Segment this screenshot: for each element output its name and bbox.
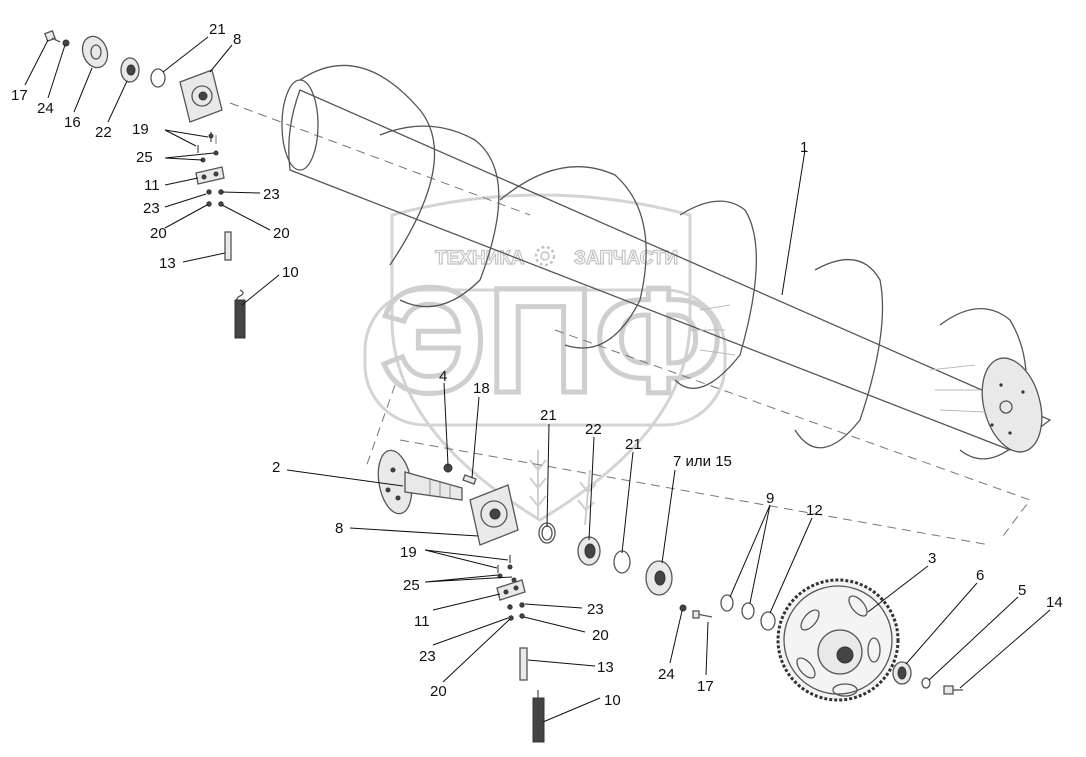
callout-25: 25: [403, 577, 420, 594]
watermark-shield: [390, 193, 692, 522]
callout-23: 23: [419, 648, 436, 665]
callout-5: 5: [1018, 582, 1026, 599]
callout-22: 22: [95, 124, 112, 141]
callout-20: 20: [150, 225, 167, 242]
callout-20: 20: [273, 225, 290, 242]
callout-24: 24: [658, 666, 675, 683]
assembly-axes: [215, 102, 1031, 546]
callout-24: 24: [37, 100, 54, 117]
callout-13: 13: [159, 255, 176, 272]
top-bearing-group: [44, 30, 246, 339]
callout-20: 20: [592, 627, 609, 644]
callout-8: 8: [335, 520, 343, 537]
callout-19: 19: [132, 121, 149, 138]
callout-labels: 17 24 16 22 21 8 19 25 11 23 23 20 20 13…: [11, 21, 1063, 709]
callout-22: 22: [585, 421, 602, 438]
callout-23: 23: [263, 186, 280, 203]
sprocket-group: [776, 578, 963, 702]
wheat-icon: [529, 450, 597, 526]
callout-7-or-15: 7 или 15: [673, 453, 732, 470]
watermark-band: [363, 288, 727, 427]
callout-6: 6: [976, 567, 984, 584]
watermark-text-2: ЗАПЧАСТИ: [574, 248, 678, 269]
gear-icon: [534, 245, 556, 267]
callout-23: 23: [143, 200, 160, 217]
callout-16: 16: [64, 114, 81, 131]
callout-11: 11: [414, 613, 430, 630]
callout-21: 21: [209, 21, 226, 38]
callout-17: 17: [697, 678, 714, 695]
callout-17: 17: [11, 87, 28, 104]
callout-3: 3: [928, 550, 936, 567]
callout-10: 10: [282, 264, 299, 281]
callout-1: 1: [800, 139, 808, 156]
auger: [281, 64, 1052, 460]
callout-10: 10: [604, 692, 621, 709]
callout-12: 12: [806, 502, 823, 519]
callout-2: 2: [272, 459, 280, 476]
callout-21: 21: [625, 436, 642, 453]
watermark: ЭПФ ТЕХНИКА ЗАПЧАСТИ: [363, 193, 727, 526]
callout-23: 23: [587, 601, 604, 618]
callout-9: 9: [766, 490, 774, 507]
callout-25: 25: [136, 149, 153, 166]
callout-4: 4: [439, 368, 447, 385]
callout-8: 8: [233, 31, 241, 48]
watermark-logo: ЭПФ: [380, 256, 723, 424]
bottom-bearing-group: [377, 449, 776, 743]
callout-19: 19: [400, 544, 417, 561]
callout-18: 18: [473, 380, 490, 397]
callout-14: 14: [1046, 594, 1063, 611]
callout-20: 20: [430, 683, 447, 700]
callout-21: 21: [540, 407, 557, 424]
leader-lines: [24, 36, 1051, 723]
watermark-text-1: ТЕХНИКА: [435, 248, 525, 269]
callout-11: 11: [144, 177, 160, 194]
callout-13: 13: [597, 659, 614, 676]
